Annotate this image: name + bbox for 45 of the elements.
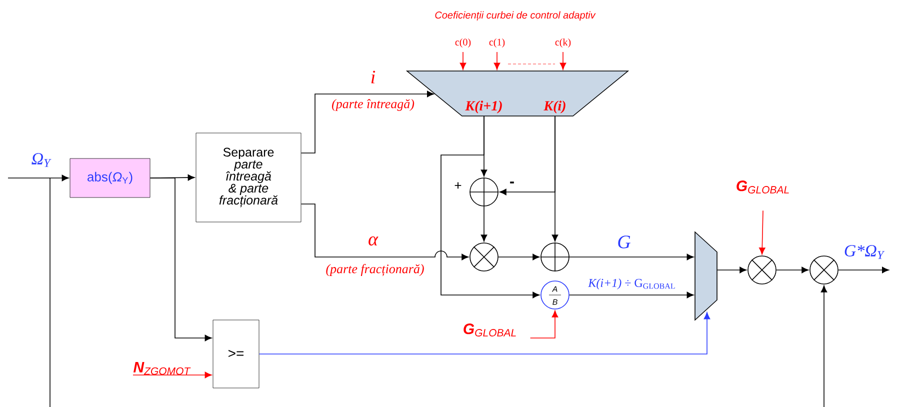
summing-junction [469, 177, 499, 207]
sign-label: - [510, 182, 514, 184]
edge-label: i [369, 70, 377, 84]
edge-label: c(1) [488, 37, 506, 49]
arrow [480, 206, 488, 242]
arrow [132, 372, 212, 378]
arrow [494, 52, 500, 70]
sign-label: + [454, 182, 462, 189]
arrow [716, 266, 747, 274]
edge-label: Ω$_{Y}$ [30, 152, 52, 168]
comparator-box: >= [212, 320, 260, 388]
signal-name: G$_{GLOBAL}$ [464, 324, 516, 336]
edge-label: G*Ω$_{Y}$ [842, 244, 886, 260]
signal-description: (parte fracționară) [326, 264, 424, 276]
process-box: abs(Ω$_{Y}$) [70, 158, 150, 198]
arrow [569, 254, 694, 260]
arrow [552, 116, 558, 242]
arrow [530, 310, 558, 338]
arrow [300, 90, 434, 154]
arrow [820, 285, 828, 407]
arrow [150, 178, 212, 342]
arrow [440, 116, 540, 298]
arrow [258, 312, 710, 354]
edge-label: G [616, 234, 632, 250]
multiplier [470, 242, 498, 272]
edge-label: c(0) [454, 37, 472, 49]
arrow [759, 210, 766, 255]
arrow [560, 52, 566, 70]
arrow [776, 266, 809, 274]
edge-label: c(k) [554, 37, 572, 49]
arrow [498, 254, 540, 260]
signal-name: G$_{GLOBAL}$ [736, 180, 789, 194]
arrow [460, 52, 466, 70]
process-box: Separare parte întreagă & parte fracționară [196, 132, 302, 222]
summing-junction [540, 242, 570, 272]
signal-name: N$_{ZGOMOT}$ [133, 362, 191, 375]
edge-label: K(i+1) ÷ G$_{GLOBAL}$ [587, 278, 677, 290]
arrow [8, 174, 69, 182]
multiplier [748, 256, 776, 284]
arrow [838, 266, 889, 274]
arrow [569, 292, 694, 298]
note-text: Coeficienții curbei de control adaptiv [435, 11, 596, 21]
edge-label: α [367, 235, 379, 247]
multiplier [810, 256, 838, 284]
arrow [300, 204, 469, 260]
